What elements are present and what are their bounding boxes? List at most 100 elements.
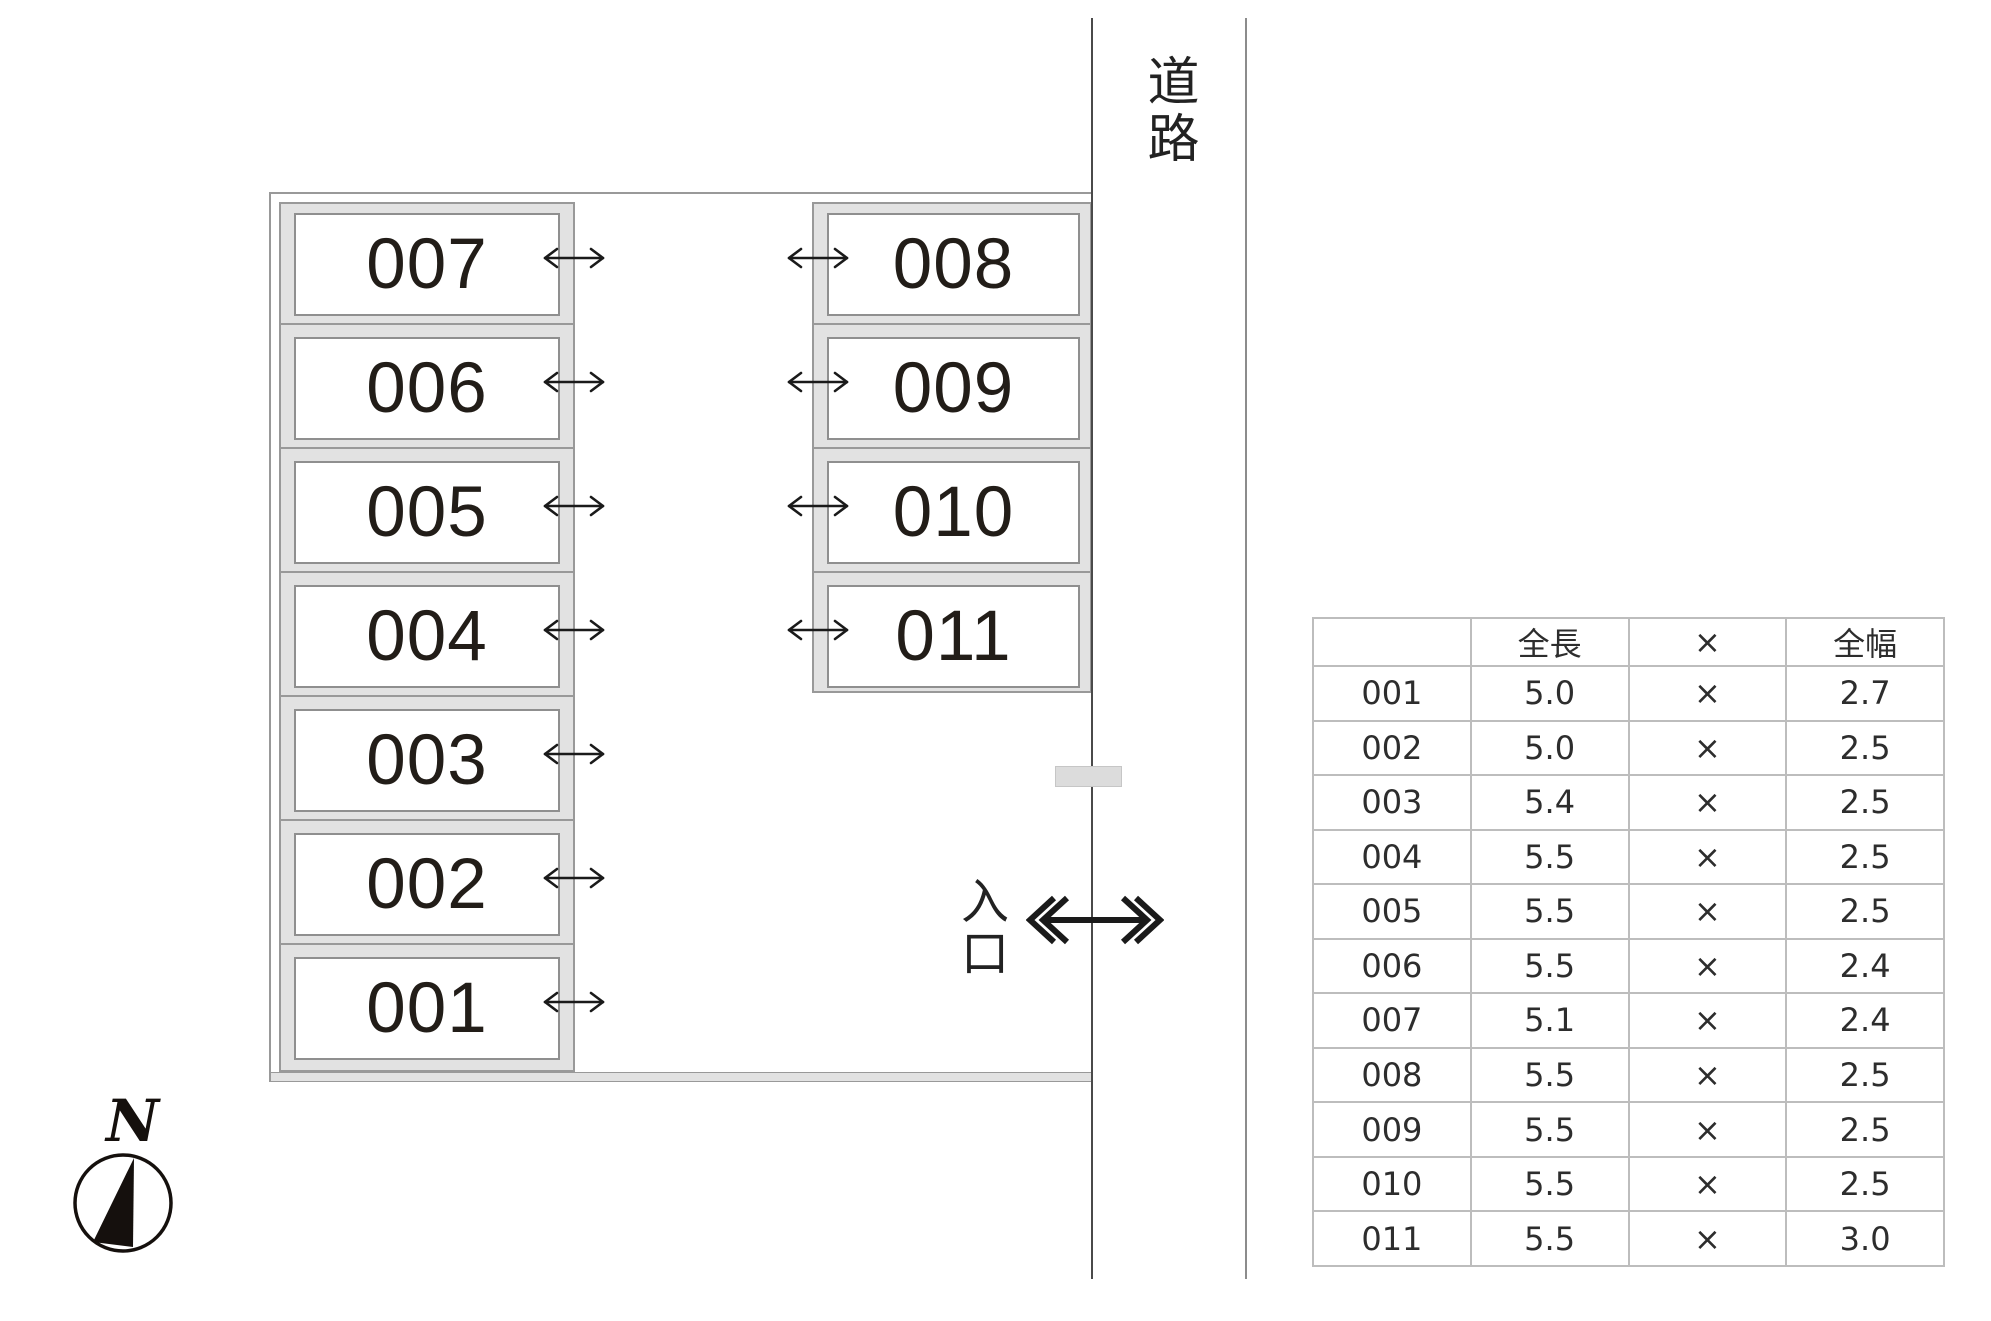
entrance-gate-bar <box>1055 766 1122 787</box>
parking-space-004: 004 <box>294 585 560 688</box>
cell-space-id: 001 <box>1312 665 1472 722</box>
cell-space-id: 007 <box>1312 992 1472 1049</box>
entrance-label: 入口 <box>952 876 1008 980</box>
cell-width: 2.5 <box>1785 1101 1945 1158</box>
parking-space-011: 011 <box>827 585 1080 688</box>
stall-separator-line <box>280 323 574 325</box>
lot-boundary <box>269 192 1093 1082</box>
cell-times: × <box>1627 1210 1788 1267</box>
double-arrow-icon <box>787 619 849 641</box>
cell-length: 5.0 <box>1469 665 1630 722</box>
column-header-space <box>1312 617 1472 667</box>
double-arrow-icon <box>543 247 605 269</box>
stall-separator-line <box>813 323 1091 325</box>
double-arrow-icon <box>543 991 605 1013</box>
column-header-width: 全幅 <box>1785 617 1945 667</box>
road-label: 道路 <box>1138 54 1198 168</box>
cell-space-id: 002 <box>1312 719 1472 777</box>
cell-times: × <box>1627 1101 1788 1158</box>
parking-space-003: 003 <box>294 709 560 812</box>
parking-space-002: 002 <box>294 833 560 936</box>
stall-separator-line <box>813 571 1091 573</box>
stall-separator-line <box>280 571 574 573</box>
cell-times: × <box>1627 937 1788 995</box>
cell-width: 2.5 <box>1785 774 1945 831</box>
cell-width: 2.5 <box>1785 883 1945 940</box>
stall-separator-line <box>813 447 1091 449</box>
road-edge-line-outer <box>1245 18 1247 1279</box>
stall-separator-line <box>280 943 574 945</box>
cell-times: × <box>1627 1155 1788 1213</box>
cell-times: × <box>1627 883 1788 940</box>
parking-space-010: 010 <box>827 461 1080 564</box>
double-arrow-icon <box>543 371 605 393</box>
cell-width: 2.7 <box>1785 665 1945 722</box>
compass-north-label: N <box>106 1087 160 1155</box>
space-number: 011 <box>895 597 1012 676</box>
cell-length: 5.5 <box>1469 1155 1630 1213</box>
parking-space-001: 001 <box>294 957 560 1060</box>
space-number: 010 <box>892 473 1015 552</box>
column-header-length: 全長 <box>1469 617 1630 667</box>
space-number: 004 <box>366 597 488 676</box>
cell-width: 2.5 <box>1785 1046 1945 1104</box>
parking-space-005: 005 <box>294 461 560 564</box>
space-number: 001 <box>366 969 488 1048</box>
double-arrow-icon <box>787 371 849 393</box>
cell-width: 2.5 <box>1785 1155 1945 1213</box>
lot-bottom-wall <box>271 1072 1092 1081</box>
column-header-times: × <box>1627 617 1788 667</box>
parking-space-009: 009 <box>827 337 1080 440</box>
cell-space-id: 010 <box>1312 1155 1472 1213</box>
cell-space-id: 003 <box>1312 774 1472 831</box>
cell-space-id: 004 <box>1312 828 1472 886</box>
cell-space-id: 008 <box>1312 1046 1472 1104</box>
double-arrow-icon <box>787 495 849 517</box>
double-arrow-icon <box>543 619 605 641</box>
cell-width: 2.4 <box>1785 992 1945 1049</box>
entrance-double-arrow-icon <box>1026 895 1164 945</box>
cell-times: × <box>1627 1046 1788 1104</box>
cell-times: × <box>1627 828 1788 886</box>
cell-length: 5.5 <box>1469 883 1630 940</box>
cell-length: 5.4 <box>1469 774 1630 831</box>
cell-width: 2.5 <box>1785 719 1945 777</box>
cell-space-id: 011 <box>1312 1210 1472 1267</box>
cell-length: 5.1 <box>1469 992 1630 1049</box>
cell-times: × <box>1627 992 1788 1049</box>
stall-separator-line <box>280 695 574 697</box>
cell-length: 5.5 <box>1469 937 1630 995</box>
cell-length: 5.5 <box>1469 1101 1630 1158</box>
cell-length: 5.5 <box>1469 1046 1630 1104</box>
stall-separator-line <box>280 819 574 821</box>
double-arrow-icon <box>543 867 605 889</box>
cell-times: × <box>1627 665 1788 722</box>
cell-width: 2.4 <box>1785 937 1945 995</box>
parking-space-007: 007 <box>294 213 560 316</box>
table-header-row: 全長×全幅 <box>1312 617 1945 667</box>
cell-times: × <box>1627 774 1788 831</box>
cell-length: 5.5 <box>1469 1210 1630 1267</box>
cell-width: 2.5 <box>1785 828 1945 886</box>
space-number: 009 <box>892 349 1015 428</box>
double-arrow-icon <box>543 743 605 765</box>
cell-length: 5.0 <box>1469 719 1630 777</box>
cell-times: × <box>1627 719 1788 777</box>
cell-space-id: 009 <box>1312 1101 1472 1158</box>
cell-length: 5.5 <box>1469 828 1630 886</box>
space-number: 005 <box>366 473 488 552</box>
double-arrow-icon <box>543 495 605 517</box>
